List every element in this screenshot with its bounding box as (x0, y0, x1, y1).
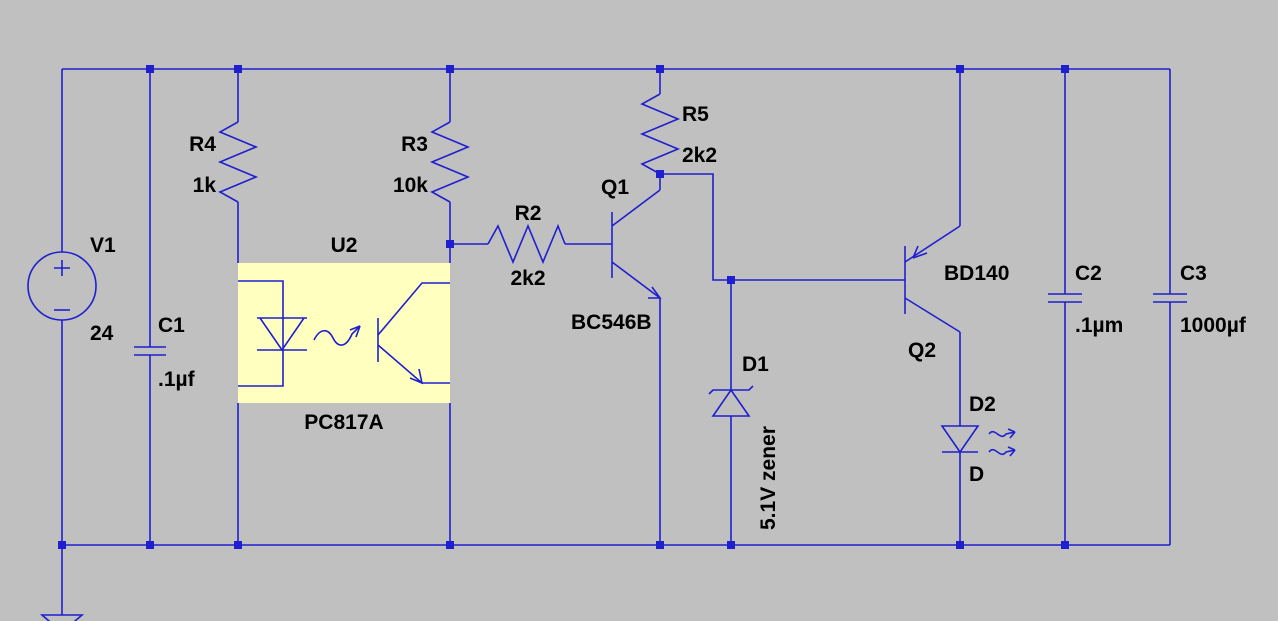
q2-pnp-transistor[interactable] (904, 225, 961, 333)
c2-value-label: .1µm (1075, 314, 1123, 337)
r4-resistor[interactable] (217, 121, 259, 203)
junction-node (146, 65, 154, 73)
v1-value-label: 24 (90, 322, 114, 345)
q1-value-label: BC546B (571, 311, 652, 334)
r3-value-label: 10k (393, 174, 428, 197)
ground-symbol (39, 614, 85, 621)
d1-zener-diode[interactable] (708, 385, 754, 417)
v1-ref-label: V1 (90, 234, 116, 257)
q1-ref-label: Q1 (601, 176, 629, 199)
r3-resistor[interactable] (429, 121, 471, 203)
junction-node (1061, 65, 1069, 73)
junction-node (956, 65, 964, 73)
c1-capacitor[interactable] (134, 346, 166, 356)
c1-ref-label: C1 (158, 314, 185, 337)
d2-ref-label: D2 (969, 393, 996, 416)
r2-resistor[interactable] (487, 223, 566, 265)
q2-value-label: BD140 (944, 262, 1009, 285)
r3-ref-label: R3 (401, 133, 428, 156)
junction-node (146, 541, 154, 549)
r5-value-label: 2k2 (682, 144, 717, 167)
d1-value-label: 5.1V zener (757, 426, 780, 530)
junction-nodes (58, 65, 1069, 549)
r2-value-label: 2k2 (510, 267, 545, 290)
d2-value-label: D (969, 463, 984, 486)
r4-ref-label: R4 (189, 133, 216, 156)
c2-ref-label: C2 (1075, 262, 1102, 285)
d1-ref-label: D1 (742, 353, 769, 376)
c1-value-label: .1µf (158, 368, 196, 391)
junction-node (656, 541, 664, 549)
junction-node (446, 541, 454, 549)
v1-voltage-source[interactable] (27, 251, 97, 321)
q2-ref-label: Q2 (908, 339, 936, 362)
r2-ref-label: R2 (515, 202, 542, 225)
junction-node (727, 541, 735, 549)
r5-ref-label: R5 (682, 103, 709, 126)
junction-node (446, 65, 454, 73)
q1-npn-transistor[interactable] (611, 189, 662, 299)
junction-node (656, 170, 664, 178)
r5-resistor[interactable] (639, 93, 681, 175)
c3-capacitor[interactable] (1153, 293, 1187, 303)
u2-value-label: PC817A (304, 411, 383, 434)
junction-node (727, 276, 735, 284)
c2-capacitor[interactable] (1048, 293, 1082, 303)
junction-node (234, 65, 242, 73)
c3-ref-label: C3 (1180, 262, 1207, 285)
junction-node (1061, 541, 1069, 549)
u2-ref-label: U2 (331, 234, 358, 257)
junction-node (956, 541, 964, 549)
u2-optocoupler[interactable] (238, 263, 450, 403)
junction-node (446, 240, 454, 248)
labels: V1 24 C1 .1µf R4 1k R3 10k U2 PC817A R2 … (90, 103, 1247, 530)
junction-node (234, 541, 242, 549)
q1-to-q2-base-wire (660, 173, 905, 281)
c3-value-label: 1000µf (1180, 314, 1247, 337)
wires (61, 68, 1171, 615)
junction-node (58, 541, 66, 549)
r4-value-label: 1k (193, 174, 217, 197)
d2-led[interactable] (940, 425, 1016, 457)
junction-node (656, 65, 664, 73)
